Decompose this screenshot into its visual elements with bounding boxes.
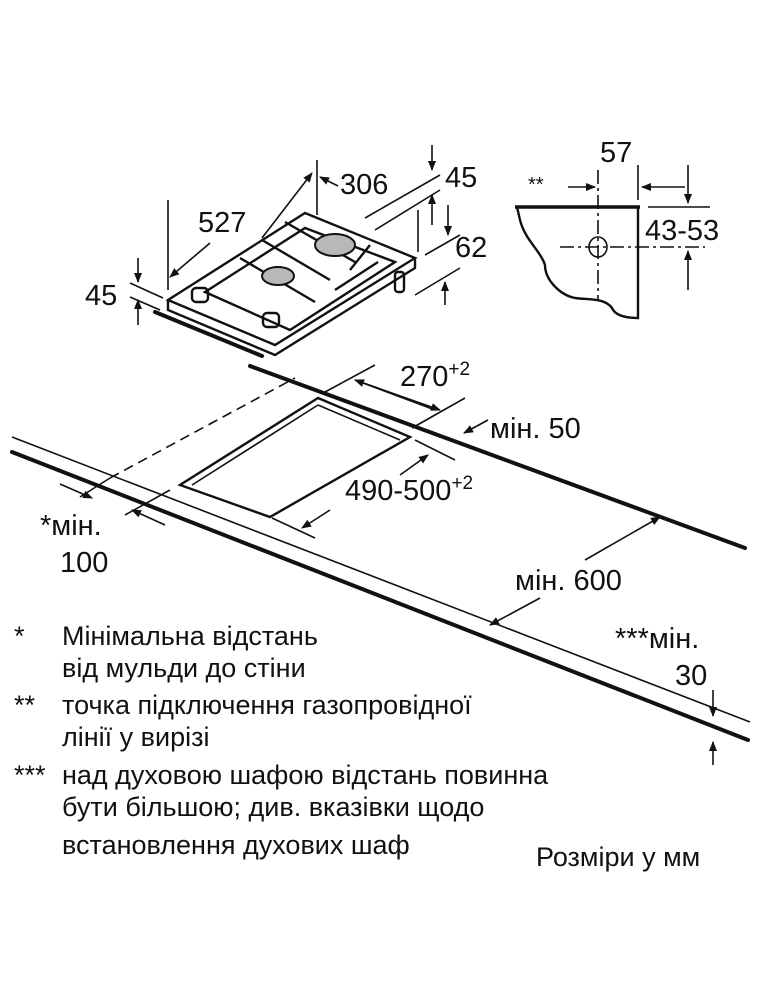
- hob-edge: [166, 258, 417, 357]
- worktop-edge-under-hob: [153, 310, 264, 358]
- worktop-front-edge-top: [11, 436, 751, 723]
- footnote-text: над духовою шафою відстань повинна: [62, 760, 549, 790]
- hob-left-height-label: 45: [85, 280, 117, 312]
- units-label: Розміри у мм: [536, 842, 700, 872]
- footnote-text: Мінімальна відстань: [62, 621, 318, 651]
- hob-width-label: 527: [198, 207, 246, 239]
- min-back-distance-label: мін. 50: [490, 413, 581, 445]
- worktop-front-edge: [10, 450, 750, 742]
- footnote-text: встановлення духових шаф: [62, 830, 410, 860]
- large-burner: [314, 233, 356, 257]
- pan-support: [202, 226, 398, 332]
- footnote-marker: *: [14, 621, 25, 651]
- connection-point-marker: **: [528, 174, 544, 196]
- cutout-dimensions: 270+2 мін. 50 490-500+2 *мін. 100 мін. 6…: [40, 359, 717, 765]
- connection-height-label: 43-53: [645, 215, 719, 247]
- cutout-inner-edge: [191, 404, 401, 486]
- knob-icon: [261, 311, 281, 329]
- worktop-back-edge: [248, 364, 747, 550]
- footnote-marker: ***: [14, 760, 46, 790]
- cutout-width-label: 270+2: [400, 359, 470, 393]
- hob-depth-label: 306: [340, 169, 388, 201]
- min-front-distance-label-2: 30: [675, 660, 707, 692]
- gas-connection-detail: ** 57 43-53: [515, 137, 719, 320]
- hob-drawing: [153, 211, 418, 358]
- footnote-text: бути більшою; див. вказівки щодо: [62, 792, 484, 822]
- min-front-distance-label-1: ***мін.: [615, 623, 699, 655]
- footnote-text: лінії у вирізі: [62, 722, 210, 752]
- footnote-marker: **: [14, 690, 36, 720]
- footnote-text: від мульди до стіни: [62, 653, 306, 683]
- worktop-drawing: [10, 364, 751, 742]
- cutout-outline: [177, 396, 413, 519]
- small-burner: [261, 266, 295, 286]
- min-wall-distance-label-1: *мін.: [40, 510, 102, 542]
- cutout-centerline: [109, 377, 296, 479]
- min-wall-distance-label-2: 100: [60, 547, 108, 579]
- connection-offset-label: 57: [600, 137, 632, 169]
- hob-side-height-label: 62: [455, 232, 487, 264]
- hob-dimensions: 527 306 45 62 45: [85, 145, 487, 325]
- hob-top-height-label: 45: [445, 162, 477, 194]
- min-depth-label: мін. 600: [515, 565, 622, 597]
- knob-icon: [190, 286, 210, 304]
- gas-connector-icon: [393, 270, 406, 294]
- footnote-text: точка підключення газопровідної: [62, 690, 472, 720]
- footnotes: * Мінімальна відстань від мульди до стін…: [14, 621, 700, 872]
- cutout-depth-label: 490-500+2: [345, 473, 473, 507]
